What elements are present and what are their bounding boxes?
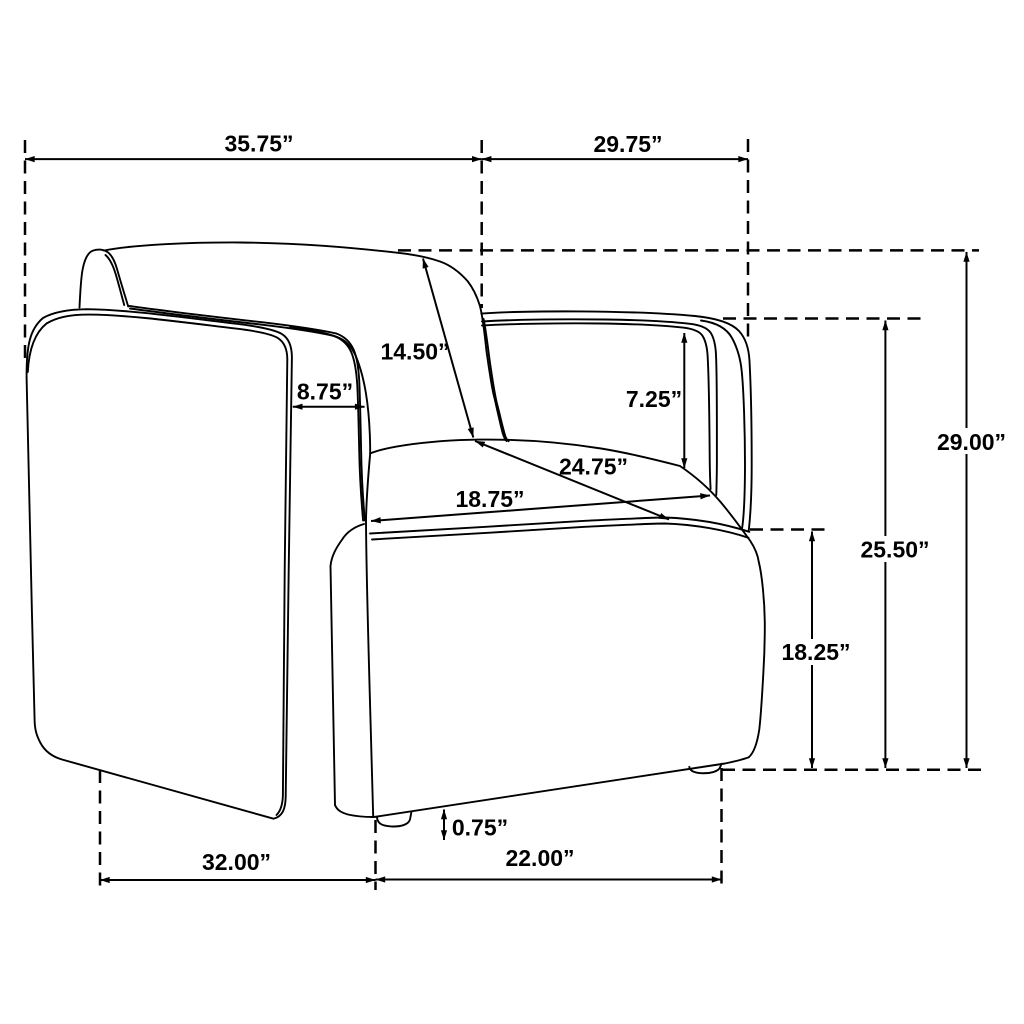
svg-text:18.25”: 18.25”: [781, 639, 850, 665]
svg-text:8.75”: 8.75”: [297, 379, 353, 405]
svg-text:18.75”: 18.75”: [455, 486, 524, 512]
svg-text:14.50”: 14.50”: [380, 339, 449, 365]
svg-text:7.25”: 7.25”: [626, 386, 682, 412]
svg-text:29.00”: 29.00”: [937, 429, 1006, 455]
svg-text:25.50”: 25.50”: [860, 537, 929, 563]
svg-text:22.00”: 22.00”: [505, 845, 574, 871]
svg-text:35.75”: 35.75”: [224, 131, 293, 157]
svg-text:32.00”: 32.00”: [202, 849, 271, 875]
svg-text:24.75”: 24.75”: [559, 454, 628, 480]
svg-text:29.75”: 29.75”: [593, 131, 662, 157]
svg-text:0.75”: 0.75”: [452, 815, 508, 841]
